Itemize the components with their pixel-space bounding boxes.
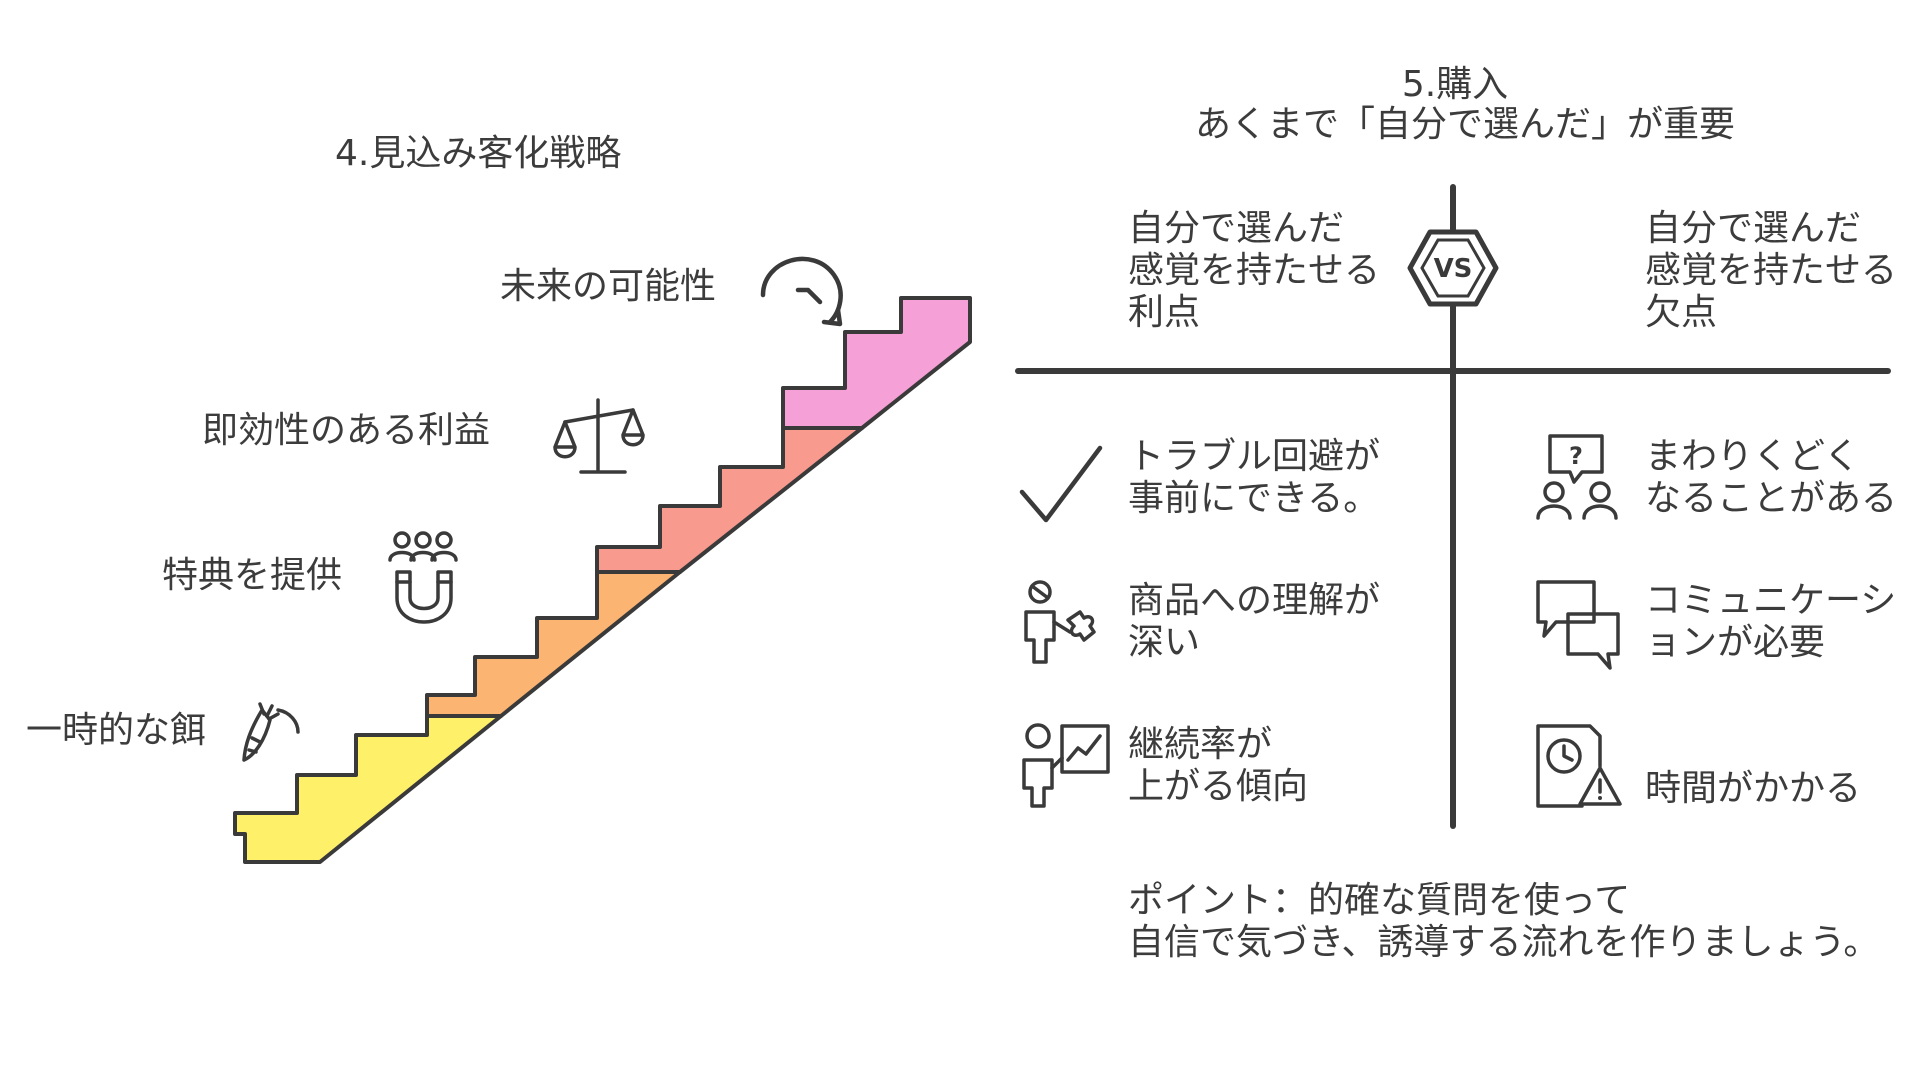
purchase-title: 5.購入 xyxy=(1401,64,1509,105)
staircase xyxy=(233,296,972,864)
stair-segment-4 xyxy=(781,296,972,430)
person-chart-icon xyxy=(1022,723,1110,808)
stair-segment-1 xyxy=(233,714,503,864)
con-item-3: 時間がかかる xyxy=(1645,768,1862,809)
svg-text:?: ? xyxy=(1569,442,1583,470)
circular-arrow-icon xyxy=(760,256,843,327)
checkmark-icon xyxy=(1019,445,1103,523)
pros-header: 自分で選んだ 感覚を持たせる 利点 xyxy=(1128,208,1381,333)
carrot-icon xyxy=(242,702,300,762)
chat-bubbles-icon xyxy=(1536,580,1620,670)
step-label-3: 即効性のある利益 xyxy=(202,410,491,451)
pro-item-1: トラブル回避が 事前にできる。 xyxy=(1128,436,1381,519)
stair-segment-2 xyxy=(425,570,682,718)
clock-warning-icon xyxy=(1536,724,1622,808)
vs-badge: VS xyxy=(1407,229,1499,307)
step-label-2: 特典を提供 xyxy=(162,555,343,596)
step-label-1: 一時的な餌 xyxy=(26,710,207,751)
purchase-subtitle: あくまで「自分で選んだ」が重要 xyxy=(1195,104,1736,145)
people-question-icon: ? xyxy=(1536,434,1618,520)
cons-header: 自分で選んだ 感覚を持たせる 欠点 xyxy=(1645,208,1898,333)
vs-label: VS xyxy=(1434,254,1473,284)
step-label-4: 未来の可能性 xyxy=(500,266,717,307)
stair-segment-3 xyxy=(595,426,864,574)
con-item-1: まわりくどく なることがある xyxy=(1645,436,1898,519)
person-puzzle-icon xyxy=(1024,580,1096,664)
pro-item-3: 継続率が 上がる傾向 xyxy=(1128,724,1309,807)
point-note: ポイント：的確な質問を使って 自信で気づき、誘導する流れを作りましょう。 xyxy=(1128,880,1880,963)
pro-item-2: 商品への理解が 深い xyxy=(1128,580,1381,663)
scale-icon xyxy=(553,398,645,474)
magnet-people-icon xyxy=(388,531,458,624)
con-item-2: コミュニケーシ ョンが必要 xyxy=(1645,580,1897,663)
strategy-title: 4.見込み客化戦略 xyxy=(335,133,622,174)
